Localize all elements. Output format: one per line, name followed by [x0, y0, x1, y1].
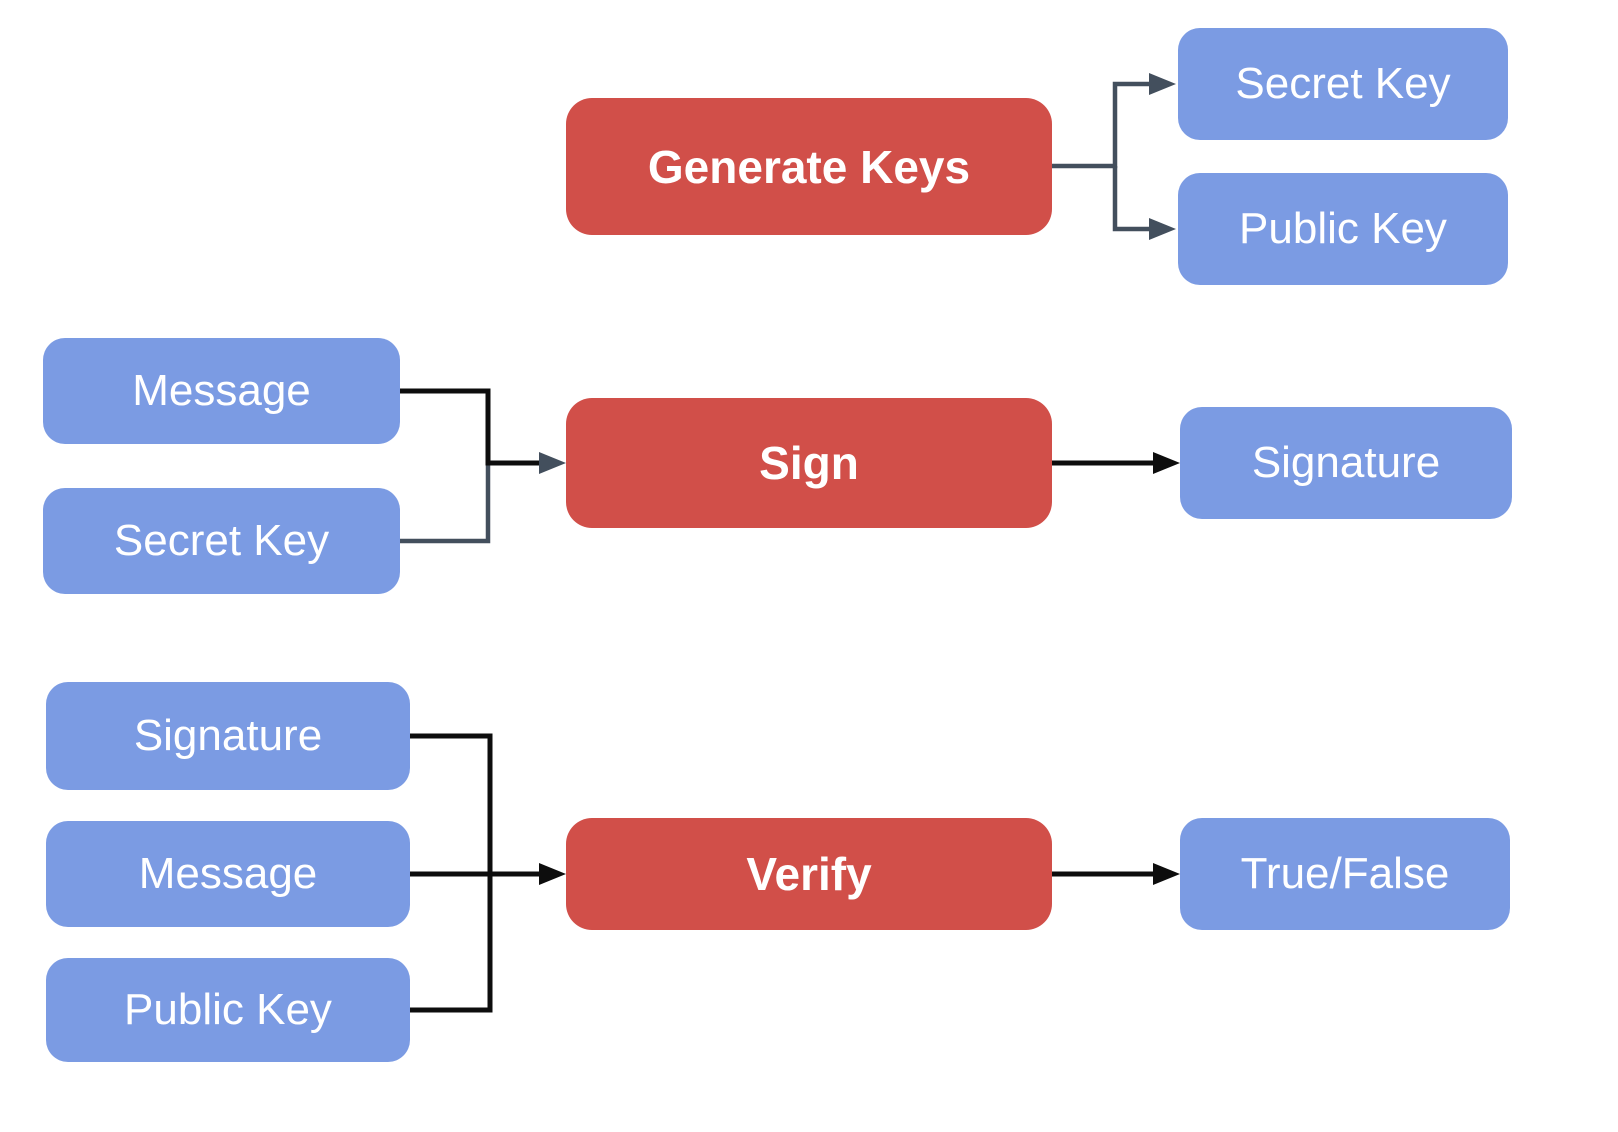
arrowhead-verify-to-truefalse [1153, 863, 1180, 885]
node-label: Sign [759, 437, 859, 489]
edge-generate-keys-to-public-key [1112, 166, 1153, 232]
node-message-sign-input: Message [43, 338, 400, 444]
node-true-false-output: True/False [1180, 818, 1510, 930]
node-public-key-verify-input: Public Key [46, 958, 410, 1062]
node-sign: Sign [566, 398, 1052, 528]
node-label: True/False [1240, 849, 1450, 898]
node-message-verify-input: Message [46, 821, 410, 927]
node-label: Signature [133, 711, 323, 760]
edge-message-to-sign [400, 388, 543, 466]
node-label: Message [138, 849, 318, 898]
node-label: Public Key [1239, 204, 1447, 253]
arrowhead-generate-keys-to-public-key [1149, 218, 1176, 240]
node-label: Secret Key [113, 516, 330, 565]
node-verify: Verify [566, 818, 1052, 930]
edge-secret-key-to-sign [400, 461, 491, 544]
node-label: Generate Keys [647, 140, 971, 193]
edge-generate-keys-to-secret-key [1052, 81, 1153, 169]
node-label: Message [132, 366, 311, 415]
node-generate-keys: Generate Keys [566, 98, 1052, 235]
node-signature-verify-input: Signature [46, 682, 410, 790]
node-signature-output: Signature [1180, 407, 1512, 519]
node-secret-key-sign-input: Secret Key [43, 488, 400, 594]
edge-signature-publickey-to-verify [410, 733, 493, 1013]
arrowhead-sign-to-signature [1153, 452, 1180, 474]
arrowhead-message-to-verify [539, 863, 566, 885]
node-secret-key-output: Secret Key [1178, 28, 1508, 140]
arrowhead-generate-keys-to-secret-key [1149, 73, 1176, 95]
node-label: Public Key [124, 985, 332, 1034]
node-public-key-output: Public Key [1178, 173, 1508, 285]
node-label: Secret Key [1235, 59, 1451, 108]
node-label: Signature [1251, 438, 1441, 487]
node-label: Verify [746, 848, 872, 900]
arrowhead-message-to-sign [539, 452, 566, 474]
